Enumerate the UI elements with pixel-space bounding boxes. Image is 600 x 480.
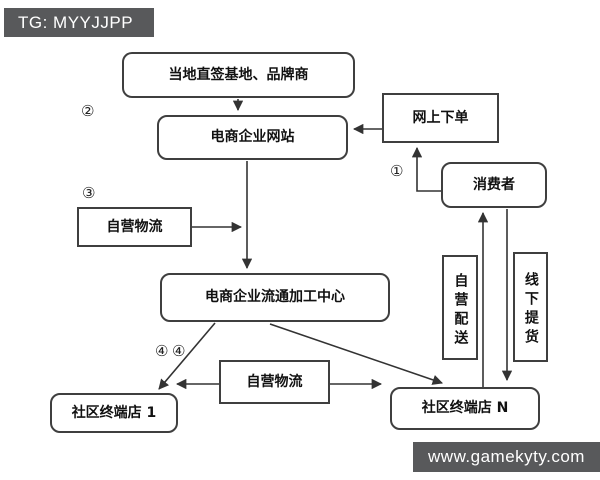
- node-offline-pickup: 线下提货: [513, 252, 548, 362]
- node-consumer: 消费者: [441, 162, 547, 208]
- node-self-logistics-bottom: 自营物流: [219, 360, 330, 404]
- step-marker-4b: ④: [172, 342, 186, 360]
- step-marker-2: ②: [81, 102, 95, 120]
- step-marker-1: ①: [390, 162, 404, 180]
- tg-watermark-banner: TG: MYYJJPP: [4, 8, 154, 37]
- node-community-store-n: 社区终端店 N: [390, 387, 540, 430]
- node-processing-center: 电商企业流通加工中心: [160, 273, 390, 322]
- node-self-delivery: 自营配送: [442, 255, 478, 360]
- node-self-logistics-left: 自营物流: [77, 207, 192, 247]
- node-community-store-1: 社区终端店 1: [50, 393, 178, 433]
- node-local-base-brands: 当地直签基地、品牌商: [122, 52, 355, 98]
- arrow-center-to-store1: [158, 322, 216, 390]
- node-ecommerce-website: 电商企业网站: [157, 115, 348, 160]
- arrow-center-to-storen: [269, 323, 443, 385]
- node-online-order: 网上下单: [382, 93, 499, 143]
- step-marker-3: ③: [82, 184, 96, 202]
- step-marker-4a: ④: [155, 342, 169, 360]
- arrow-consumer-to-order: [411, 146, 441, 192]
- site-watermark-banner: www.gamekyty.com: [413, 442, 600, 472]
